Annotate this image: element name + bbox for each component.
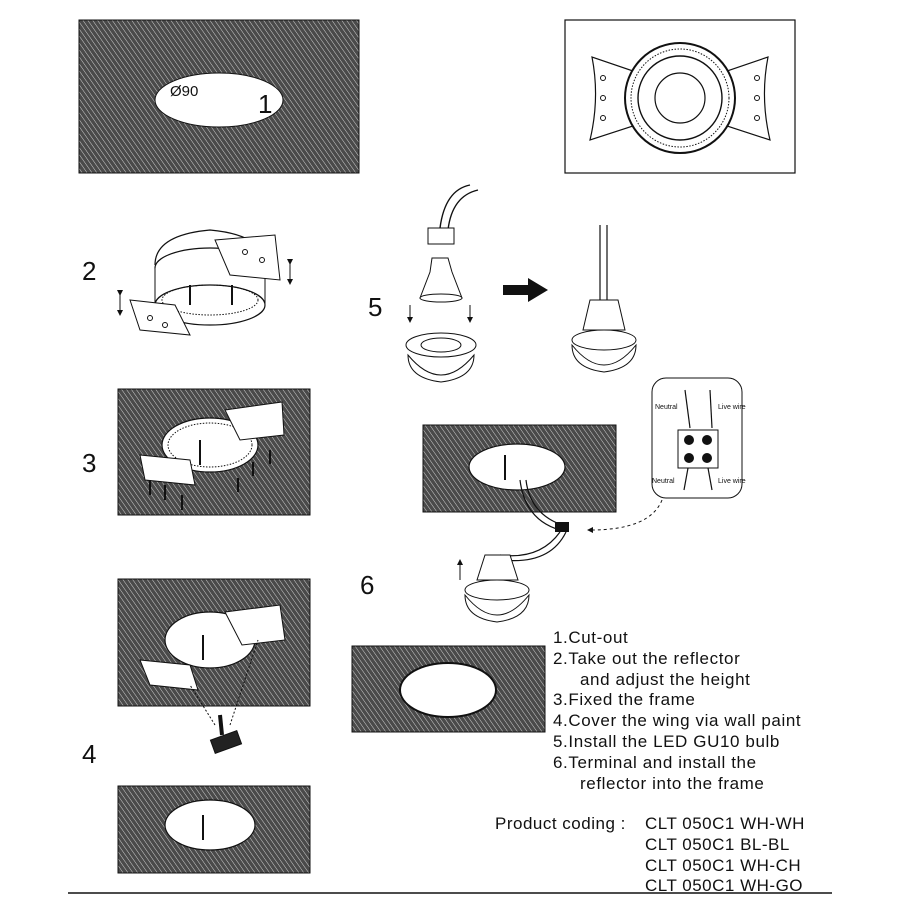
instruction-2: 2.Take out the reflector: [553, 648, 741, 668]
step-number-4: 4: [82, 739, 97, 769]
product-code: CLT 050C1 WH-GO: [645, 876, 804, 896]
instruction-4: 4.Cover the wing via wall paint: [553, 711, 802, 731]
step-number-1: 1: [258, 89, 273, 119]
wire-label-live-bottom: Live wire: [718, 478, 746, 485]
instruction-1: 1.Cut-out: [553, 628, 629, 647]
product-code: CLT 050C1 WH-WH: [645, 814, 805, 833]
product-coding-label: Product coding :: [495, 814, 626, 833]
step-number-2: 2: [82, 256, 97, 286]
product-code: CLT 050C1 BL-BL: [645, 834, 790, 854]
fixture-top-view: [564, 19, 796, 174]
step6-final-result: [351, 645, 546, 733]
installation-instructions: 1.Cut-out 2.Take out the reflector and a…: [553, 628, 801, 794]
step6-ceiling-wiring: [422, 424, 617, 623]
cutout-diameter-label: Ø90: [170, 83, 199, 100]
instruction-6-cont: reflector into the frame: [580, 773, 765, 793]
product-coding: Product coding : CLT 050C1 WH-WH CLT 050C…: [495, 814, 805, 897]
step-number-6: 6: [360, 570, 375, 600]
step4-cover-wing: [117, 578, 311, 755]
step4-finished-ceiling: [117, 785, 311, 874]
step5-bulb-install: [405, 184, 637, 383]
instruction-6: 6.Terminal and install the: [553, 752, 757, 772]
wire-label-neutral-top: Neutral: [655, 404, 678, 411]
wire-label-live-top: Live wire: [718, 404, 746, 411]
step2-frame-illustration: [117, 229, 293, 336]
instruction-5: 5.Install the LED GU10 bulb: [553, 731, 780, 751]
instruction-3: 3.Fixed the frame: [553, 690, 696, 710]
wire-label-neutral-bottom: Neutral: [652, 478, 675, 485]
step-number-5: 5: [368, 292, 383, 322]
step3-frame-fixed: [117, 388, 311, 516]
step1-ceiling-cutout: [78, 19, 360, 174]
step-number-3: 3: [82, 448, 97, 478]
wiring-terminal-diagram: [587, 377, 743, 533]
instruction-2-cont: and adjust the height: [580, 669, 751, 689]
product-code: CLT 050C1 WH-CH: [645, 855, 802, 875]
